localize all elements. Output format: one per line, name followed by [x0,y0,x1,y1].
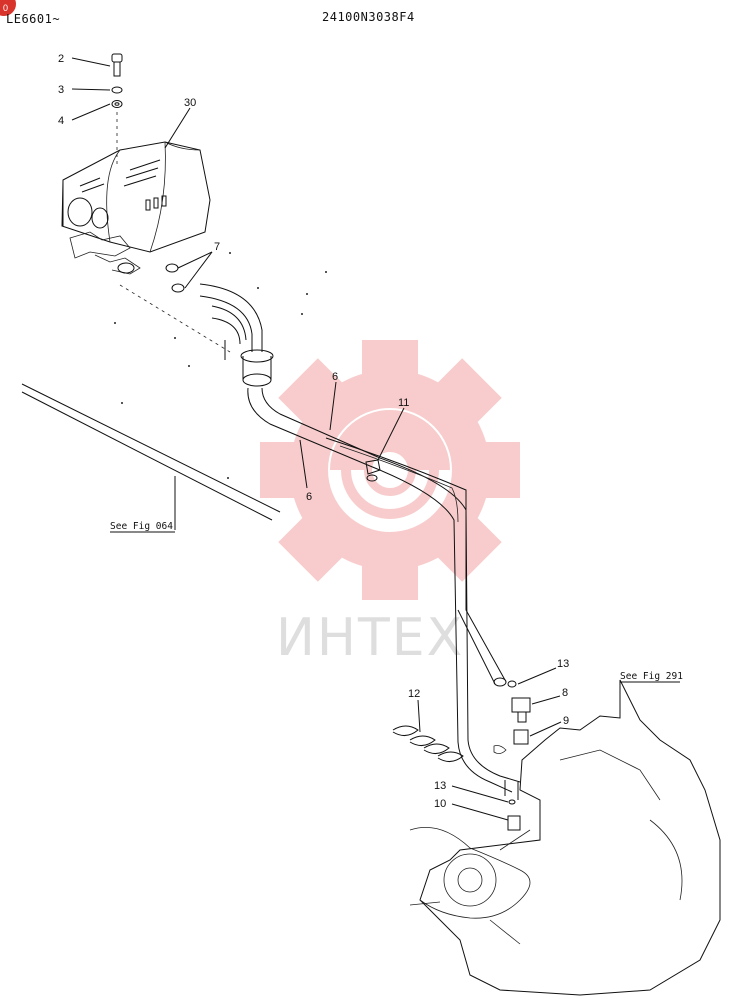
callout-6-upper: 6 [332,371,338,383]
callout-13-upper: 13 [557,658,569,670]
fittings [507,680,531,831]
callout-4: 4 [58,115,64,127]
engine-outline [409,679,721,996]
callout-3: 3 [58,84,64,96]
callout-9: 9 [563,715,569,727]
callout-2: 2 [58,53,64,65]
air-cleaner-assembly [61,141,211,293]
breather-hose [199,283,521,800]
callout-13-lower: 13 [434,780,446,792]
guide-marks [114,252,327,479]
model-code: LE6601~ [6,12,61,26]
callout-12: 12 [408,688,420,700]
frame-rail [21,383,281,533]
watermark-text: ИНТЕХ [276,608,464,668]
callout-11: 11 [398,397,409,409]
corner-badge: 0 [0,0,16,16]
bolt-assembly [111,53,123,165]
callout-7: 7 [214,241,220,253]
callout-10: 10 [434,798,446,810]
part-number: 24100N3038F4 [322,10,415,24]
callout-30: 30 [184,97,196,109]
see-fig-291-link[interactable]: See Fig 291 [620,671,683,682]
hose-clamps [392,725,464,762]
callout-6-lower: 6 [306,491,312,503]
callout-8: 8 [562,687,568,699]
hose-clip [365,459,381,482]
watermark-gear-icon [260,340,520,600]
see-fig-064-link[interactable]: See Fig 064 [110,521,173,532]
leader-lines [71,57,562,821]
